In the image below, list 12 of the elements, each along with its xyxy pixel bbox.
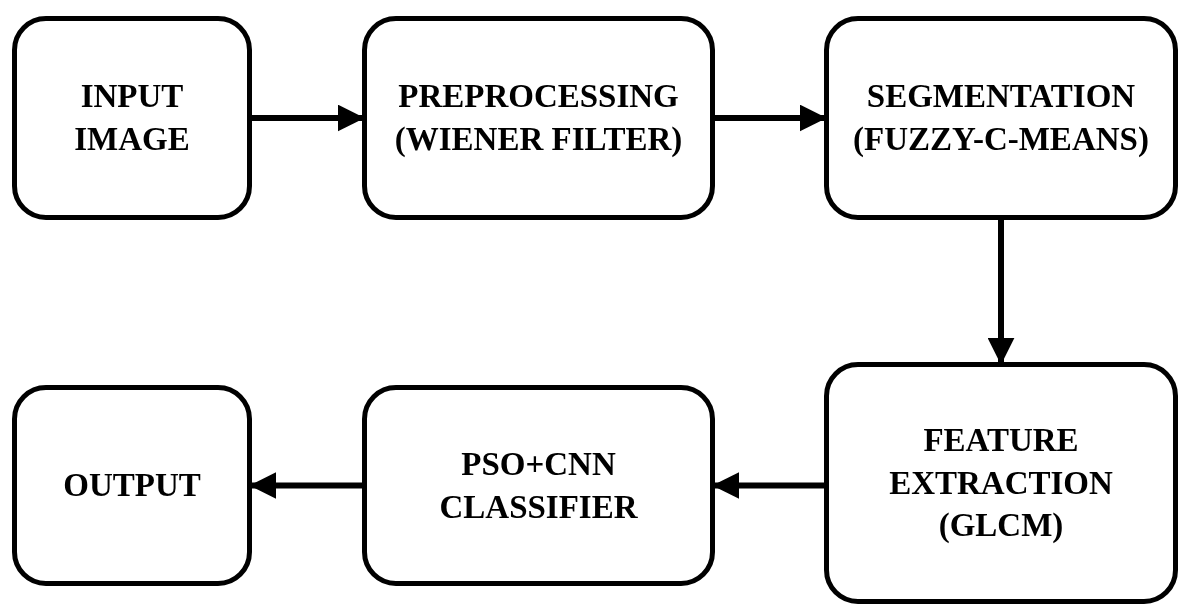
box-label: FEATURE EXTRACTION (GLCM) (888, 420, 1114, 546)
process-box (12, 16, 252, 220)
box-label: INPUT IMAGE (73, 77, 191, 159)
process-box (362, 16, 715, 220)
process-box (824, 16, 1178, 220)
box-label: PSO+CNN CLASSIFIER (438, 444, 639, 527)
process-box (362, 385, 715, 586)
process-box (12, 385, 252, 586)
box-label: SEGMENTATION (FUZZY-C-MEANS) (852, 77, 1150, 159)
process-box (824, 362, 1178, 604)
box-label: OUTPUT (63, 466, 201, 506)
box-label: PREPROCESSING (WIENER FILTER) (393, 77, 684, 159)
